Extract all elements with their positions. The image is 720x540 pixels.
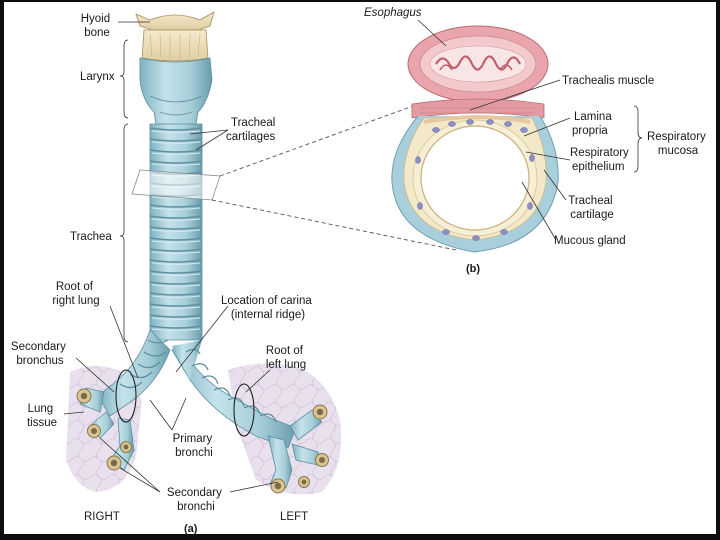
- label-location-carina: Location of carina (internal ridge): [221, 295, 315, 321]
- tracheal-ring-highlight: [151, 295, 201, 298]
- tracheal-ring-highlight: [151, 317, 201, 320]
- label-respiratory-mucosa: Respiratory mucosa: [647, 131, 709, 157]
- tracheal-ring: [149, 149, 203, 153]
- tracheal-ring: [149, 215, 203, 219]
- hyoid-bone: [135, 11, 215, 62]
- tracheal-ring: [149, 314, 203, 318]
- label-larynx: Larynx: [80, 71, 115, 83]
- tracheal-ring: [149, 226, 203, 230]
- label-panel-b: (b): [466, 263, 480, 275]
- tracheal-ring-highlight: [151, 130, 201, 133]
- tracheal-ring: [149, 259, 203, 263]
- tracheal-ring-highlight: [151, 273, 201, 276]
- label-left: LEFT: [280, 511, 308, 523]
- leader-lines-a: [63, 21, 279, 493]
- tracheal-ring-highlight: [151, 141, 201, 144]
- tracheal-ring-highlight: [151, 328, 201, 331]
- tracheal-ring: [149, 270, 203, 274]
- label-trachealis-muscle: Trachealis muscle: [562, 75, 654, 87]
- label-tracheal-cartilage: Tracheal cartilage: [568, 195, 616, 221]
- tracheal-ring: [149, 204, 203, 208]
- root-left-lung-outline: [233, 383, 255, 437]
- respiratory-mucosa-bracket: [633, 105, 643, 173]
- tracheal-ring-highlight: [151, 229, 201, 232]
- trachealis-muscle: [411, 98, 545, 119]
- tracheal-ring-highlight: [151, 240, 201, 243]
- esophagus-section: [407, 25, 549, 103]
- label-panel-a: (a): [184, 523, 198, 535]
- tracheal-ring: [149, 127, 203, 131]
- label-hyoid-bone: Hyoid bone: [81, 13, 114, 39]
- tracheal-ring-highlight: [151, 306, 201, 309]
- tracheal-ring-highlight: [151, 218, 201, 221]
- right-secondary-bronchi: [76, 387, 135, 471]
- trachea-bracket: [119, 123, 129, 343]
- tracheal-ring: [149, 292, 203, 296]
- root-right-lung-outline: [115, 369, 137, 423]
- label-secondary-bronchi: Secondary bronchi: [167, 487, 225, 513]
- label-root-right-lung: Root of right lung: [52, 281, 99, 307]
- tracheal-ring: [149, 281, 203, 285]
- bronchus-rings: [119, 339, 277, 423]
- tracheal-ring: [149, 325, 203, 329]
- label-primary-bronchi: Primary bronchi: [173, 433, 216, 459]
- label-lung-tissue: Lung tissue: [27, 403, 57, 429]
- label-esophagus: Esophagus: [364, 7, 422, 19]
- label-right: RIGHT: [84, 511, 120, 523]
- larynx-shape: [139, 57, 213, 129]
- label-root-left-lung: Root of left lung: [266, 345, 306, 371]
- tracheal-ring: [149, 138, 203, 142]
- tracheal-ring: [149, 237, 203, 241]
- tracheal-ring: [149, 303, 203, 307]
- label-trachea: Trachea: [70, 231, 112, 243]
- leader-lines-b: [417, 19, 571, 241]
- tracheal-ring: [149, 160, 203, 164]
- tracheal-cross-section: [391, 115, 559, 253]
- label-mucous-gland: Mucous gland: [554, 235, 626, 247]
- mucous-glands: [415, 119, 535, 241]
- label-secondary-bronchus: Secondary bronchus: [11, 341, 69, 367]
- tracheal-ring-highlight: [151, 262, 201, 265]
- left-secondary-bronchi: [267, 404, 329, 494]
- label-lamina-propria: Lamina propria: [572, 111, 615, 137]
- larynx-bracket: [119, 39, 129, 119]
- label-respiratory-epithelium: Respiratory epithelium: [570, 147, 632, 173]
- tracheal-ring-highlight: [151, 251, 201, 254]
- label-tracheal-cartilages: Tracheal cartilages: [226, 117, 279, 143]
- tracheal-ring-highlight: [151, 207, 201, 210]
- tracheal-ring-highlight: [151, 284, 201, 287]
- tracheal-ring: [149, 248, 203, 252]
- section-plane: [131, 169, 221, 201]
- dashed-connectors: [211, 101, 457, 251]
- tracheal-ring-highlight: [151, 152, 201, 155]
- tracheal-ring-highlight: [151, 163, 201, 166]
